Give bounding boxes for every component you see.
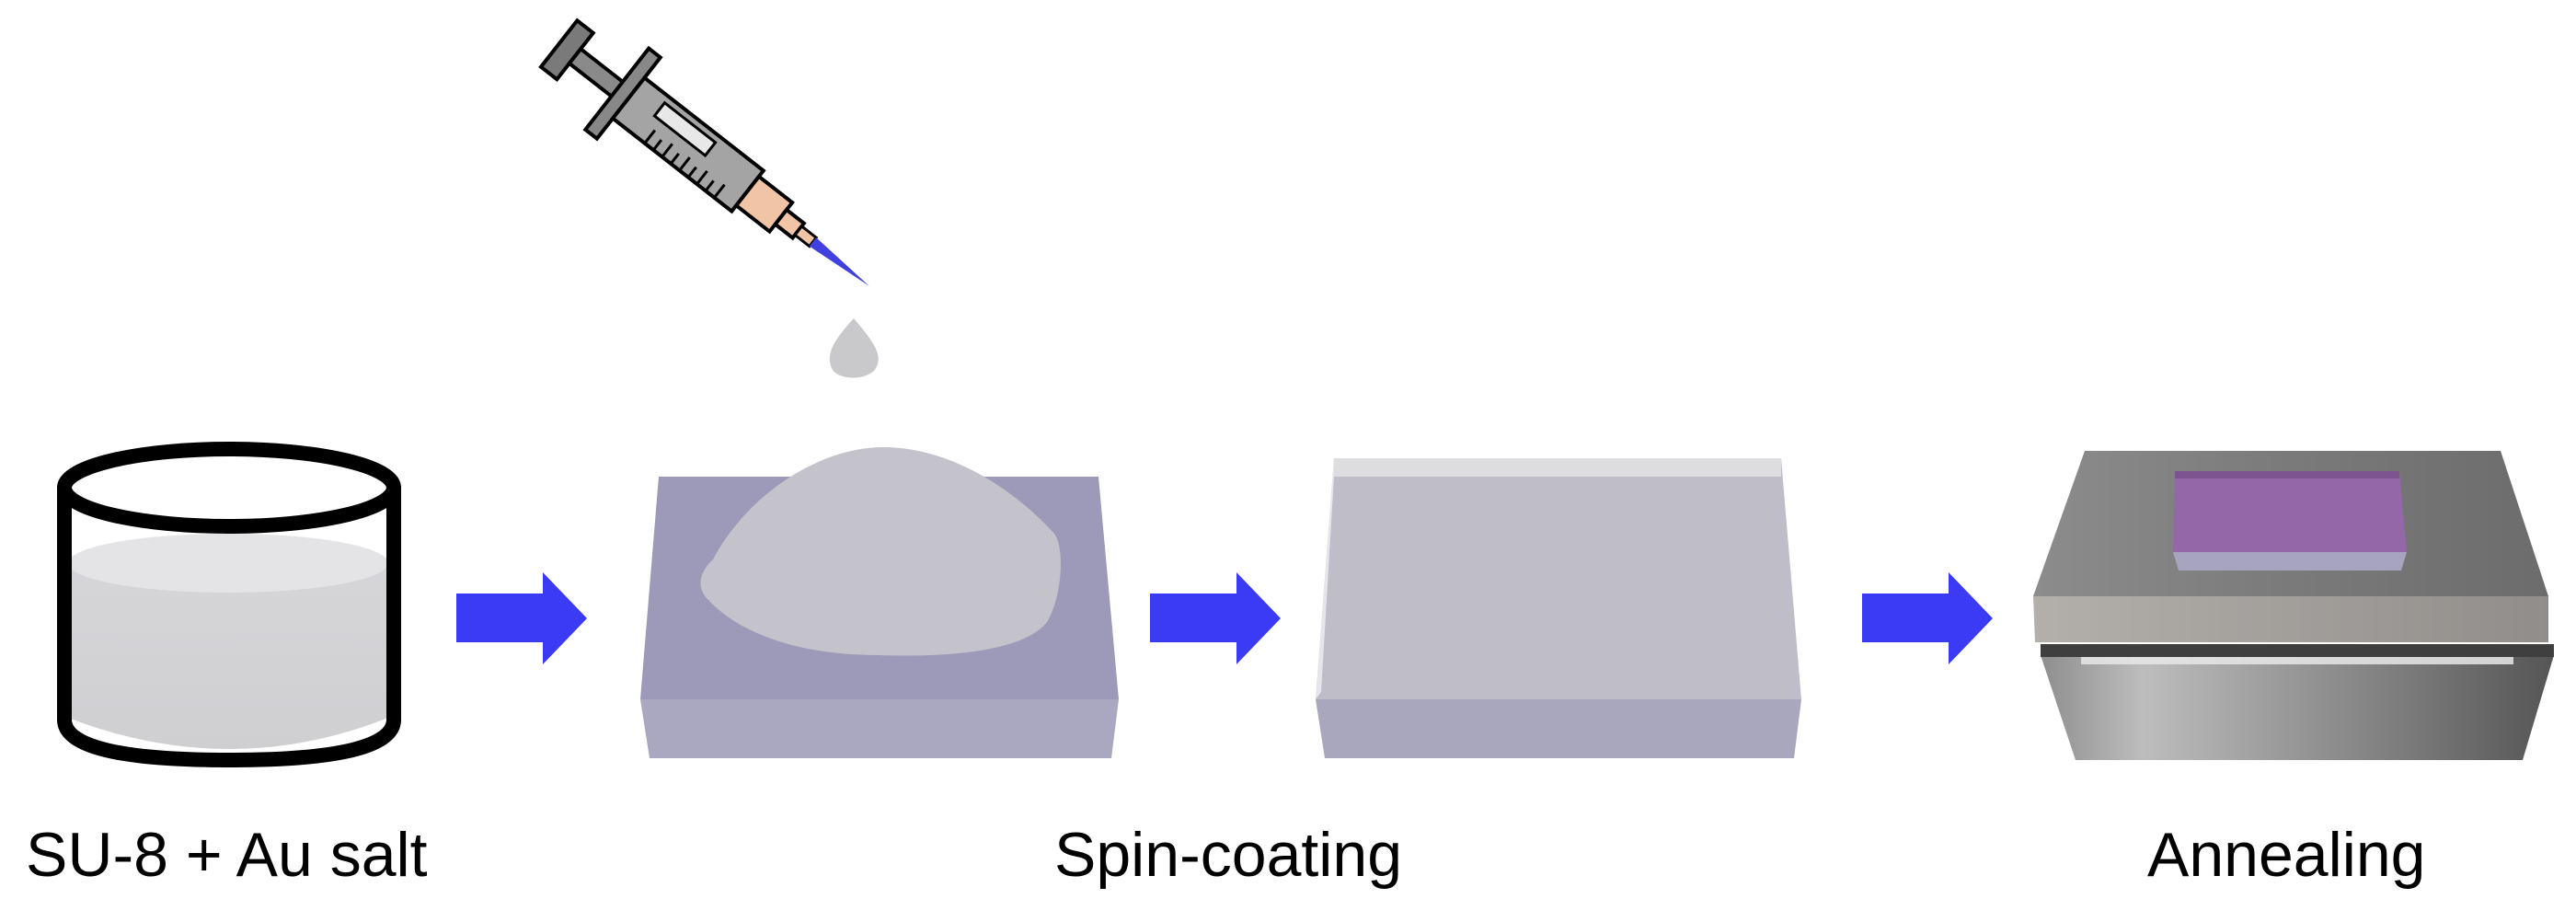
arrow-2	[1150, 572, 1281, 664]
substrate-side	[640, 699, 1119, 758]
hot-plate-front	[2033, 596, 2548, 642]
liquid-surface	[68, 534, 388, 593]
spin-coated-substrate	[1316, 458, 1801, 758]
beaker-liquid	[68, 563, 388, 749]
hot-plate-base	[2041, 655, 2554, 760]
arrow-1	[456, 572, 587, 664]
beaker-rim	[57, 442, 401, 534]
syringe-icon	[538, 17, 869, 286]
caption-annealing: Annealing	[2147, 820, 2426, 890]
arrow-3	[1862, 572, 1993, 664]
solution-puddle	[700, 447, 1061, 656]
annealed-film	[2173, 471, 2407, 552]
annealed-substrate-side	[2173, 552, 2407, 570]
coated-film	[1316, 458, 1801, 699]
coated-side	[1316, 699, 1801, 758]
hot-plate	[2033, 451, 2554, 760]
droplet-icon	[829, 318, 879, 378]
caption-su8-au-salt: SU-8 + Au salt	[26, 820, 428, 890]
caption-spin-coating: Spin-coating	[1054, 820, 1403, 890]
beaker	[57, 442, 401, 768]
substrate-with-puddle	[640, 447, 1119, 758]
